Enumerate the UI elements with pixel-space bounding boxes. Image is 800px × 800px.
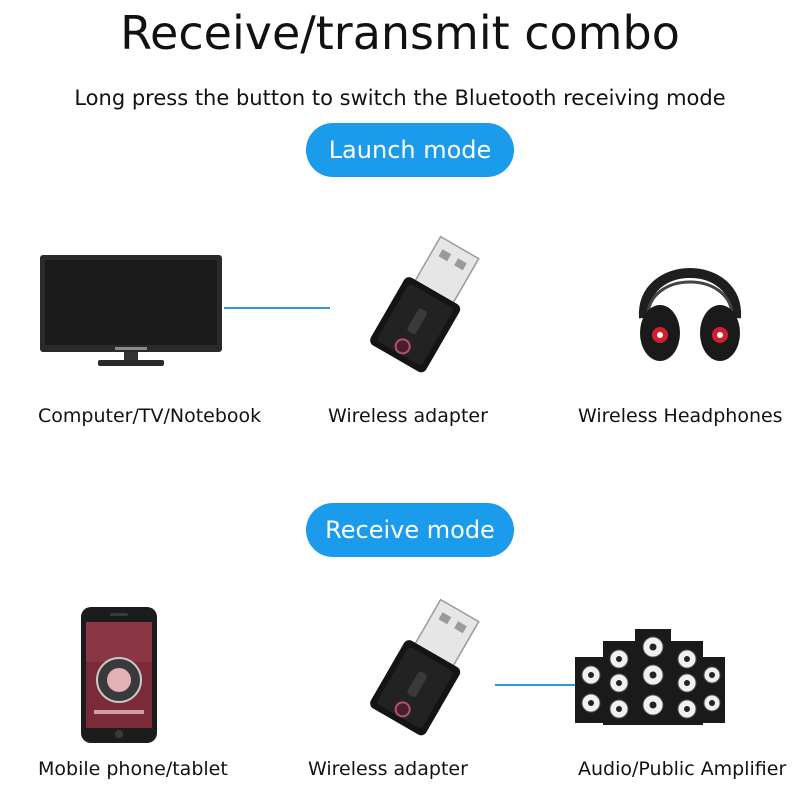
usb-bluetooth-adapter-icon — [335, 598, 495, 738]
caption-wireless-headphones: Wireless Headphones — [578, 405, 783, 427]
usb-bluetooth-adapter-icon — [335, 235, 495, 375]
smartphone-icon — [80, 606, 158, 744]
connector-line — [495, 684, 583, 686]
caption-wireless-adapter: Wireless adapter — [328, 405, 488, 427]
receive-mode-badge: Receive mode — [306, 503, 514, 557]
caption-wireless-adapter: Wireless adapter — [308, 758, 468, 780]
tv-monitor-icon — [38, 255, 228, 370]
page-title: Receive/transmit combo — [120, 6, 680, 60]
page-subtitle: Long press the button to switch the Blue… — [74, 86, 726, 110]
headphones-icon — [630, 238, 750, 368]
caption-audio-public-amplifier: Audio/Public Amplifier — [578, 758, 787, 780]
speaker-stack-icon — [575, 625, 725, 725]
caption-computer-tv-notebook: Computer/TV/Notebook — [38, 405, 262, 427]
caption-mobile-phone-tablet: Mobile phone/tablet — [38, 758, 228, 780]
connector-line — [224, 307, 330, 309]
launch-mode-badge: Launch mode — [306, 123, 514, 177]
